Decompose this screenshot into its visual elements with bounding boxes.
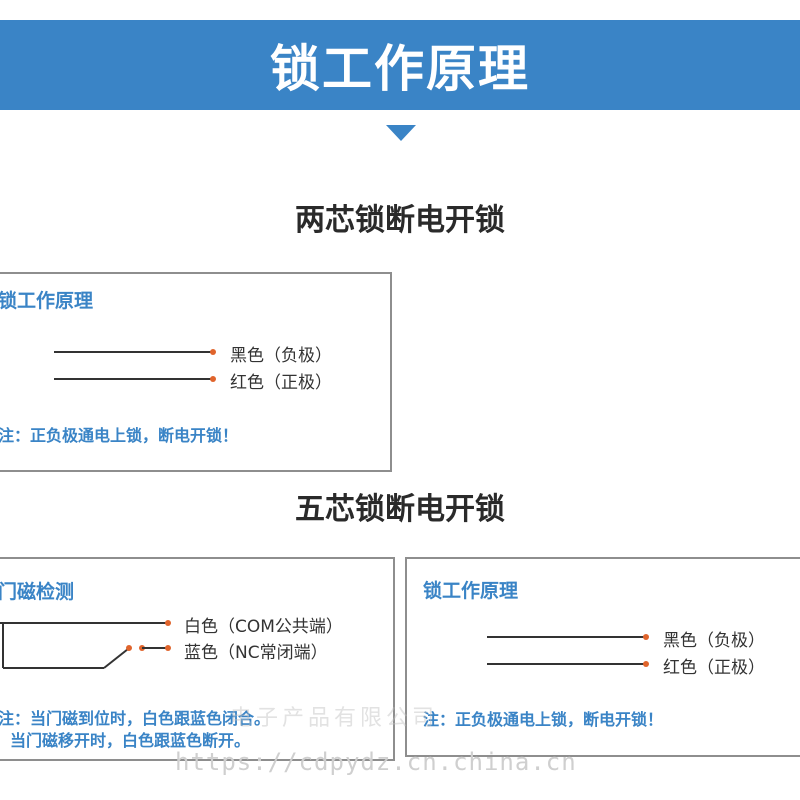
box-note: 注：正负极通电上锁，断电开锁！ [0,426,239,445]
wire-label: 蓝色（NC常闭端） [184,643,328,663]
wire-label: 白色（COM公共端） [184,617,343,637]
wire-label: 黑色（负极） [663,631,765,651]
terminal-dot [210,349,216,355]
section1-title: 两芯锁断电开锁 [295,203,505,238]
section2-title: 五芯锁断电开锁 [295,492,505,527]
banner-title: 锁工作原理 [270,40,530,98]
box-note-line2: 当门磁移开时，白色跟蓝色断开。 [10,731,251,750]
five-wire-lock-diagram-box: 锁工作原理 黑色（负极） 红色（正极） 注：正负极通电上锁，断电开锁！ [405,557,800,757]
two-wire-diagram-box: 锁工作原理 黑色（负极） 红色（正极） 注：正负极通电上锁，断电开锁！ [0,272,392,472]
box-title: 门磁检测 [0,581,75,603]
black-wire [54,351,212,353]
down-arrow-icon [386,125,416,141]
box-note: 注：正负极通电上锁，断电开锁！ [423,710,664,729]
switch-circuit-diagram [0,620,171,669]
wire-label: 黑色（负极） [230,346,332,366]
header-banner: 锁工作原理 [0,20,800,110]
terminal-dot [210,376,216,382]
terminal-dot [643,661,649,667]
watermark-company: 电子产品有限公司 [230,706,439,731]
box-title: 锁工作原理 [0,290,94,312]
terminal-dot [643,634,649,640]
wire-label: 红色（正极） [230,373,332,393]
red-wire [54,378,212,380]
box-title: 锁工作原理 [423,580,519,602]
watermark-url: https://cdpydz.cn.china.cn [175,748,577,776]
red-wire [487,663,645,665]
black-wire [487,636,645,638]
wire-label: 红色（正极） [663,658,765,678]
door-sensor-diagram-box: 门磁检测 白色（COM公共端） 蓝色（NC常闭端） 注：当门磁到位时，白色跟蓝色… [0,557,395,761]
box-note-line1: 注：当门磁到位时，白色跟蓝色闭合。 [0,709,271,728]
